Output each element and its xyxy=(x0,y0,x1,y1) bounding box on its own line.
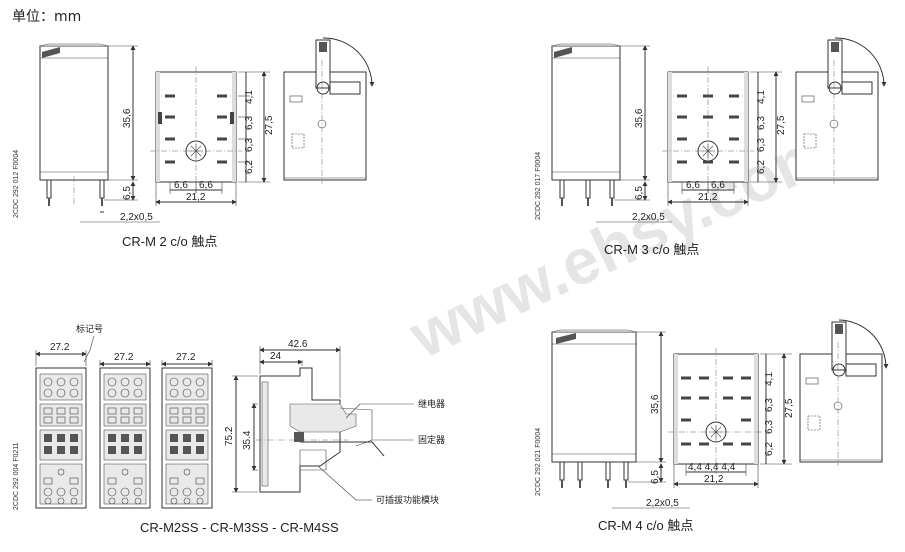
caption: CR-M 4 c/o 触点 xyxy=(598,518,693,533)
dim-height: 35,6 xyxy=(634,108,645,128)
dim-pitch-b: 6,6 xyxy=(711,180,725,191)
relay-front-view xyxy=(799,319,889,466)
socket-side-view: 75.2 35.4 42.6 24 继电器 固定器 可插拔功能模块 xyxy=(224,339,445,506)
dim-v3: 6,3 xyxy=(244,138,255,152)
dim-w3: 27.2 xyxy=(176,352,196,363)
dim-w2: 27.2 xyxy=(114,352,134,363)
panel-relay-4co: 2CDC 292 021 F0004 35,6 6,5 2,2x0,5 xyxy=(535,319,889,533)
dim-height: 35,6 xyxy=(122,108,133,128)
dim-w1: 27.2 xyxy=(50,342,70,353)
dim-v1: 4,1 xyxy=(244,90,255,104)
drawing-code: 2CDC 292 012 F0004 xyxy=(13,150,20,218)
relay-front-view xyxy=(283,37,375,184)
dim-v2: 6,3 xyxy=(764,398,775,412)
relay-bottom-view: 4,1 6,3 6,3 6,2 27,5 4,4 4,4 4,4 21,2 xyxy=(668,348,795,488)
dim-width: 21,2 xyxy=(704,474,724,485)
dim-pin: 6,5 xyxy=(122,186,133,200)
relay-side-view: 35,6 6,5 2,2x0,5 xyxy=(551,329,690,509)
dim-pitch-a: 6,6 xyxy=(174,180,188,191)
dim-pin: 6,5 xyxy=(650,470,661,484)
socket-front-views: 27.2 27.2 27.2 xyxy=(35,342,213,509)
dim-v3: 6,3 xyxy=(764,420,775,434)
panel-relay-3co: 2CDC 292 017 F0004 35,6 6,5 2,2x0,5 xyxy=(535,37,887,257)
unit-label: 单位：mm xyxy=(12,9,81,25)
panel-relay-2co: 2CDC 292 012 F0004 35,6 6,5 2,2x0,5 xyxy=(13,37,375,249)
dim-pin-size: 2,2x0,5 xyxy=(646,498,679,509)
callout-module: 可插拔功能模块 xyxy=(376,494,439,506)
dim-v4: 6,2 xyxy=(764,442,775,456)
dim-v1: 4,1 xyxy=(756,90,767,104)
dim-height: 35,6 xyxy=(650,394,661,414)
dim-depth: 42.6 xyxy=(288,339,308,350)
relay-side-view: 35,6 6,5 2,2x0,5 xyxy=(551,43,672,223)
dim-v2: 6,3 xyxy=(756,116,767,130)
marker-label: 标记号 xyxy=(76,323,103,335)
relay-bottom-view: 4,1 6,3 6,3 6,2 27,5 6,6 6,6 21,2 xyxy=(150,66,275,206)
dim-width: 21,2 xyxy=(186,192,206,203)
drawing-code: 2CDC 292 004 F0211 xyxy=(13,442,20,510)
relay-side-view: 35,6 6,5 2,2x0,5 xyxy=(39,43,160,223)
dim-v4: 6,2 xyxy=(756,160,767,174)
dim-pin-size: 2,2x0,5 xyxy=(632,212,665,223)
dim-base-height: 27,5 xyxy=(776,115,787,135)
caption: CR-M 3 c/o 触点 xyxy=(604,242,699,257)
dim-pitch-b: 6,6 xyxy=(199,180,213,191)
dim-v3: 6,3 xyxy=(756,138,767,152)
dim-width: 21,2 xyxy=(698,192,718,203)
dim-base-height: 27,5 xyxy=(784,398,795,418)
dim-v1: 4,1 xyxy=(764,372,775,386)
panel-sockets: 2CDC 292 004 F0211 标记号 27.2 27.2 27.2 xyxy=(13,323,445,535)
caption: CR-M 2 c/o 触点 xyxy=(122,234,217,249)
dim-height: 75.2 xyxy=(224,426,235,446)
dim-v2: 6,3 xyxy=(244,116,255,130)
dim-pitch: 4,4 4,4 4,4 xyxy=(688,462,736,473)
drawing-code: 2CDC 292 021 F0004 xyxy=(535,428,542,496)
dim-v4: 6,2 xyxy=(244,160,255,174)
relay-front-view xyxy=(795,37,887,184)
caption: CR-M2SS - CR-M3SS - CR-M4SS xyxy=(140,520,339,535)
dim-pin-size: 2,2x0,5 xyxy=(120,212,153,223)
dim-inner: 24 xyxy=(270,351,282,362)
dim-mid: 35.4 xyxy=(242,430,253,450)
drawing-code: 2CDC 292 017 F0004 xyxy=(535,152,542,220)
dim-pin: 6,5 xyxy=(634,186,645,200)
relay-bottom-view: 4,1 6,3 6,3 6,2 27,5 6,6 6,6 21,2 xyxy=(662,66,787,206)
callout-relay: 继电器 xyxy=(418,398,445,410)
callout-holder: 固定器 xyxy=(418,434,445,446)
dim-pitch-a: 6,6 xyxy=(686,180,700,191)
dim-base-height: 27,5 xyxy=(264,115,275,135)
